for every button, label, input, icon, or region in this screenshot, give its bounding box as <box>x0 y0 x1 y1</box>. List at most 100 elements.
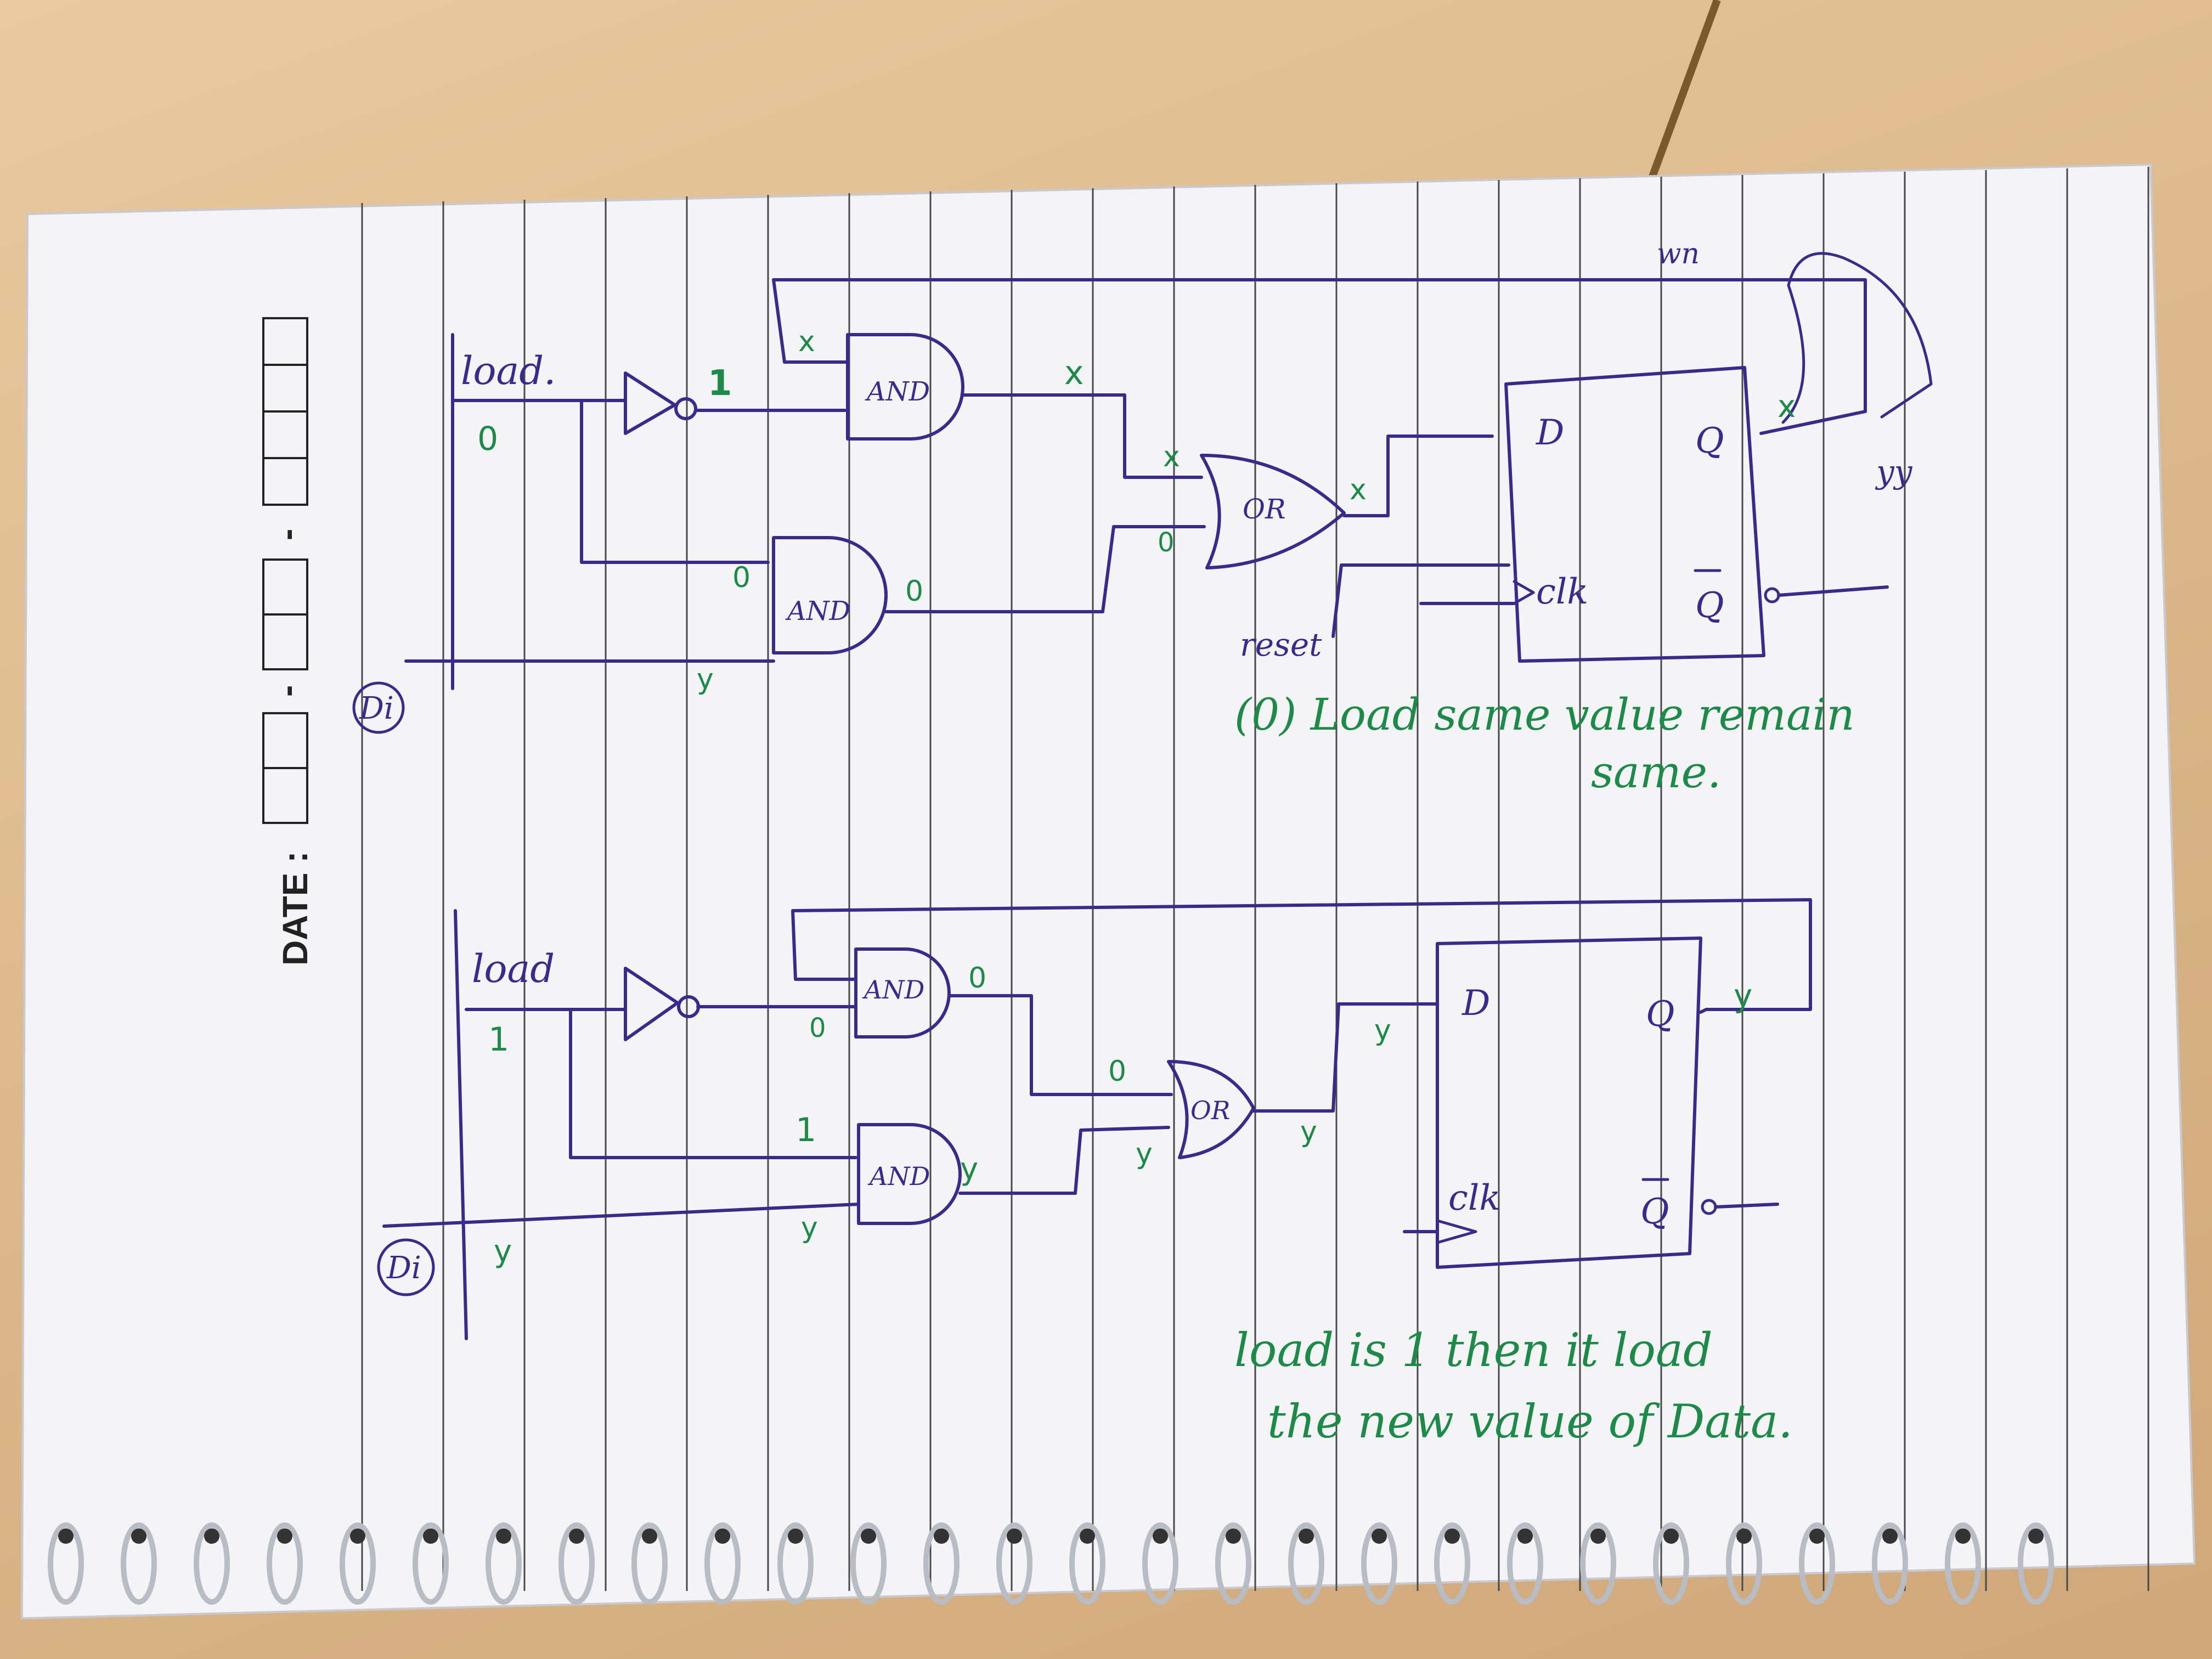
top-or-input-top: x <box>1163 441 1180 473</box>
top-and2-input-top: 0 <box>732 561 751 594</box>
bottom-di-circle <box>377 1238 435 1296</box>
spiral-hole <box>788 1528 803 1544</box>
spiral-ring <box>1653 1522 1689 1605</box>
top-reset-label: reset <box>1240 626 1322 663</box>
load-bus-bottom <box>454 909 468 1340</box>
top-and1-output: x <box>1064 354 1084 392</box>
bottom-ff-d-input: y <box>1374 1014 1391 1047</box>
date-separator-2: - <box>267 685 307 697</box>
spiral-hole <box>2028 1528 2044 1544</box>
spiral-hole <box>496 1528 511 1544</box>
top-or-output: x <box>1350 473 1367 506</box>
spiral-ring <box>413 1522 449 1605</box>
spiral-hole <box>1153 1528 1168 1544</box>
bottom-load-value: 1 <box>488 1020 509 1059</box>
top-clk-triangle <box>1513 580 1535 605</box>
top-q-annotation: yy <box>1875 453 1913 490</box>
spiral-ring <box>1361 1522 1397 1605</box>
spiral-hole <box>277 1528 292 1544</box>
bottom-ff-d: D <box>1462 983 1490 1024</box>
bottom-or-input-top: 0 <box>1108 1055 1126 1088</box>
spiral-ring <box>631 1522 668 1605</box>
bottom-and2-gate <box>857 1123 962 1225</box>
top-and1-label: AND <box>865 376 930 407</box>
spiral-ring <box>340 1522 376 1605</box>
bottom-qbar-wire <box>1714 1203 1779 1209</box>
bottom-and2-label: AND <box>867 1161 930 1191</box>
top-feedback-wire <box>772 278 1867 413</box>
top-note-line2: same. <box>1591 747 1721 798</box>
bottom-and2-to-or <box>958 1126 1170 1195</box>
spiral-hole <box>715 1528 730 1544</box>
spiral-ring <box>1580 1522 1616 1605</box>
top-load-value: 0 <box>477 420 498 458</box>
spiral-ring <box>923 1522 960 1605</box>
bottom-q-wire <box>1699 1008 1708 1014</box>
top-feedback-loop <box>1781 252 1933 424</box>
top-and1-to-or <box>961 393 1203 479</box>
date-boxes <box>262 317 308 824</box>
top-ff-q: Q <box>1695 421 1724 461</box>
date-label: DATE : <box>275 851 315 966</box>
spiral-hole <box>569 1528 584 1544</box>
top-note-line1: (0) Load same value remain <box>1234 689 1855 740</box>
spiral-ring <box>1726 1522 1762 1605</box>
bottom-or-label: OR <box>1190 1096 1230 1125</box>
spiral-ring <box>777 1522 814 1605</box>
bottom-clk-triangle <box>1436 1219 1477 1244</box>
spiral-hole <box>1882 1528 1898 1544</box>
top-di-label: Di <box>359 691 394 726</box>
spiral-ring <box>267 1522 303 1605</box>
top-ff-qbar: Q <box>1695 585 1724 626</box>
top-ff-clk: clk <box>1536 572 1588 612</box>
spiral-ring <box>1142 1522 1178 1605</box>
top-load-label: load. <box>461 348 556 393</box>
spiral-binding <box>48 1522 2054 1605</box>
spiral-hole <box>58 1528 74 1544</box>
spiral-ring <box>48 1522 84 1605</box>
spiral-hole <box>642 1528 657 1544</box>
top-and2-gate <box>772 536 888 654</box>
bottom-not-gate <box>624 967 679 1041</box>
bottom-and2-input-bottom: y <box>801 1211 818 1244</box>
spiral-hole <box>1955 1528 1971 1544</box>
top-ff-d: D <box>1536 413 1564 453</box>
spiral-hole <box>1517 1528 1533 1544</box>
spiral-hole <box>131 1528 146 1544</box>
spiral-ring <box>850 1522 887 1605</box>
bottom-note-line1: load is 1 then it load <box>1234 1323 1713 1377</box>
bottom-and1-label: AND <box>862 975 924 1005</box>
bottom-ff-q: Q <box>1646 994 1674 1035</box>
spiral-ring <box>1434 1522 1470 1605</box>
spiral-hole <box>423 1528 438 1544</box>
bottom-ff-clk: clk <box>1448 1178 1500 1218</box>
spiral-hole <box>1007 1528 1022 1544</box>
top-q-wire <box>1759 410 1867 435</box>
top-and2-input-bottom: y <box>697 663 714 696</box>
bottom-and2-output: y <box>960 1152 978 1187</box>
spiral-hole <box>1299 1528 1314 1544</box>
spiral-hole <box>350 1528 365 1544</box>
spiral-ring <box>1872 1522 1908 1605</box>
bottom-and2-input-top: 1 <box>795 1111 816 1149</box>
top-or-to-d <box>1342 435 1494 517</box>
spiral-ring <box>194 1522 230 1605</box>
circuit-top: load. 0 1 AND x x AND 0 y 0 Di OR x 0 x <box>352 238 1933 798</box>
spiral-ring <box>704 1522 741 1605</box>
bottom-load-label: load <box>472 946 555 991</box>
top-not-gate <box>624 371 676 435</box>
bottom-flipflop <box>1436 936 1702 1269</box>
ruled-lines <box>361 167 2149 1591</box>
bottom-and1-output: 0 <box>968 962 986 995</box>
spiral-ring <box>1215 1522 1251 1605</box>
bottom-load-to-and2 <box>569 1008 857 1159</box>
bottom-di-value: y <box>494 1234 512 1269</box>
top-flipflop <box>1504 366 1765 663</box>
bottom-or-input-bottom: y <box>1136 1137 1153 1170</box>
bottom-and1-to-or <box>947 994 1173 1096</box>
spiral-hole <box>1444 1528 1460 1544</box>
top-and1-gate <box>846 333 964 441</box>
date-separator-1: - <box>267 529 307 540</box>
top-qbar-wire <box>1777 585 1889 597</box>
